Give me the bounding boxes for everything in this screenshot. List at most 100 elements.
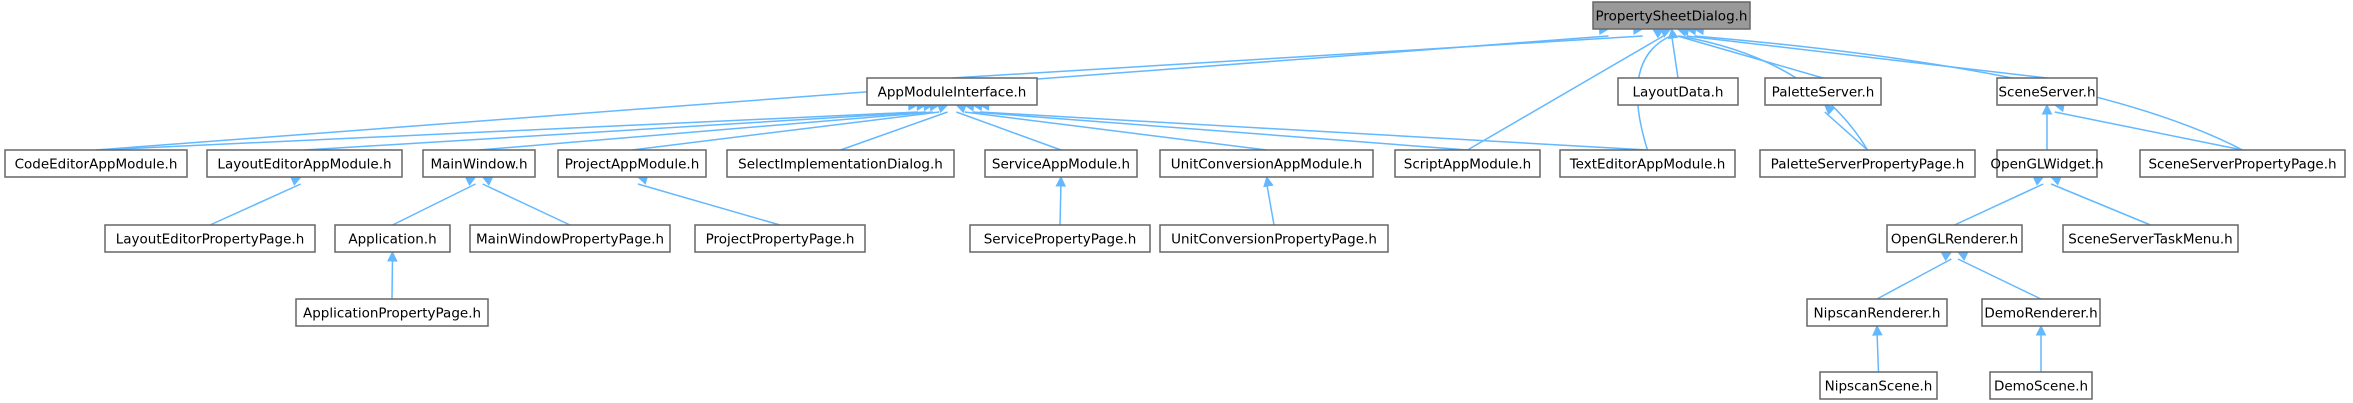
node-ld[interactable]: LayoutData.h (1617, 77, 1739, 106)
node-label: ScriptAppModule.h (1404, 157, 1531, 173)
node-label: DemoRenderer.h (1984, 306, 2097, 322)
edge-ceam-to-psd (95, 35, 1609, 151)
edge-scam-to-ami (972, 111, 1468, 151)
node-ogw[interactable]: OpenGLWidget.h (1990, 149, 2104, 178)
node-box (2139, 149, 2346, 178)
node-scam[interactable]: ScriptAppModule.h (1394, 149, 1541, 178)
node-pam[interactable]: ProjectAppModule.h (557, 149, 707, 178)
node-sam[interactable]: ServiceAppModule.h (984, 149, 1138, 178)
node-label: NipscanScene.h (1825, 379, 1933, 395)
node-box (1764, 77, 1882, 106)
arrowhead-team-to-psd (1659, 28, 1672, 38)
node-label: AppModuleInterface.h (878, 85, 1027, 101)
node-ami[interactable]: AppModuleInterface.h (866, 77, 1038, 106)
arrowhead-dr-to-oglr (1956, 251, 1969, 261)
node-ppp[interactable]: ProjectPropertyPage.h (694, 224, 866, 253)
edge-pspp-to-ps (1824, 111, 1868, 151)
node-label: NipscanRenderer.h (1814, 306, 1941, 322)
node-box (1159, 149, 1374, 178)
node-label: ServiceAppModule.h (992, 157, 1130, 173)
node-sspp[interactable]: SceneServerPropertyPage.h (2139, 149, 2346, 178)
node-label: TextEditorAppModule.h (1569, 157, 1726, 173)
node-box (1159, 224, 1389, 253)
arrowhead-mwpp-to-mw (481, 176, 494, 186)
node-box (2062, 224, 2239, 253)
node-label: SceneServerPropertyPage.h (2148, 157, 2336, 173)
node-oglr[interactable]: OpenGLRenderer.h (1886, 224, 2023, 253)
node-dr[interactable]: DemoRenderer.h (1981, 298, 2101, 327)
node-box (104, 224, 316, 253)
node-ucam[interactable]: UnitConversionAppModule.h (1159, 149, 1374, 178)
node-ps[interactable]: PaletteServer.h (1764, 77, 1882, 106)
node-apppp[interactable]: ApplicationPropertyPage.h (295, 298, 489, 327)
arrowhead-ogw-to-ss (2041, 103, 2053, 115)
node-mw[interactable]: MainWindow.h (422, 149, 536, 178)
node-box (1819, 371, 1938, 400)
node-box (1394, 149, 1541, 178)
node-box (1996, 77, 2098, 106)
node-box (866, 77, 1038, 106)
node-label: UnitConversionAppModule.h (1171, 157, 1362, 173)
arrowhead-oglr-to-ogw (2032, 176, 2045, 186)
node-box (1996, 149, 2098, 178)
edge-ami-to-psd (951, 35, 1643, 79)
node-label: LayoutEditorAppModule.h (217, 157, 391, 173)
node-box (557, 149, 707, 178)
edge-ld-to-psd (1671, 35, 1679, 79)
node-box (1886, 224, 2023, 253)
node-mwpp[interactable]: MainWindowPropertyPage.h (469, 224, 671, 253)
node-box (694, 224, 866, 253)
edge-pam-to-ami (631, 111, 940, 151)
node-label: ApplicationPropertyPage.h (303, 306, 481, 322)
node-app[interactable]: Application.h (334, 224, 451, 253)
node-psd[interactable]: PropertySheetDialog.h (1592, 1, 1751, 30)
node-box (726, 149, 955, 178)
node-box (4, 149, 188, 178)
node-ceam[interactable]: CodeEditorAppModule.h (4, 149, 188, 178)
node-label: LayoutEditorPropertyPage.h (116, 232, 305, 248)
node-box (1989, 371, 2093, 400)
node-ss[interactable]: SceneServer.h (1996, 77, 2098, 106)
edge-lepp-to-leam (209, 183, 302, 226)
edge-oglr-to-ogw (1954, 183, 2044, 226)
arrowhead-ns-to-nr (1872, 324, 1883, 336)
node-box (1592, 1, 1751, 30)
node-label: ProjectPropertyPage.h (706, 232, 855, 248)
node-ds[interactable]: DemoScene.h (1989, 371, 2093, 400)
node-box (206, 149, 403, 178)
node-label: CodeEditorAppModule.h (15, 157, 178, 173)
node-nr[interactable]: NipscanRenderer.h (1806, 298, 1948, 327)
edge-mw-to-ami (478, 111, 934, 151)
node-sstm[interactable]: SceneServerTaskMenu.h (2062, 224, 2239, 253)
edge-app-to-mw (392, 183, 476, 226)
node-pspp[interactable]: PaletteServerPropertyPage.h (1759, 149, 1976, 178)
edge-svpp-to-sam (1059, 183, 1062, 226)
edge-ps-to-psd (1677, 35, 1824, 79)
node-label: Application.h (348, 232, 436, 248)
edge-ceam-to-ami (95, 111, 918, 151)
arrowhead-lepp-to-leam (289, 176, 302, 186)
node-lepp[interactable]: LayoutEditorPropertyPage.h (104, 224, 316, 253)
node-box (469, 224, 671, 253)
node-svpp[interactable]: ServicePropertyPage.h (969, 224, 1151, 253)
node-label: SelectImplementationDialog.h (738, 157, 943, 173)
node-sid[interactable]: SelectImplementationDialog.h (726, 149, 955, 178)
edge-mwpp-to-mw (482, 183, 571, 226)
node-team[interactable]: TextEditorAppModule.h (1559, 149, 1736, 178)
node-label: ProjectAppModule.h (565, 157, 700, 173)
node-box (1806, 298, 1948, 327)
edge-sspp-to-ss (2054, 111, 2243, 151)
node-box (422, 149, 536, 178)
node-box (1981, 298, 2101, 327)
node-ucpp[interactable]: UnitConversionPropertyPage.h (1159, 224, 1389, 253)
node-label: PaletteServer.h (1772, 85, 1875, 101)
edge-ucpp-to-ucam (1266, 183, 1275, 226)
edge-ppp-to-pam (637, 183, 781, 226)
arrowhead-svpp-to-sam (1055, 175, 1067, 187)
nodes-layer: PropertySheetDialog.hAppModuleInterface.… (4, 1, 2346, 400)
node-leam[interactable]: LayoutEditorAppModule.h (206, 149, 403, 178)
node-label: DemoScene.h (1994, 379, 2088, 395)
node-ns[interactable]: NipscanScene.h (1819, 371, 1938, 400)
arrowhead-app-to-mw (464, 176, 477, 186)
